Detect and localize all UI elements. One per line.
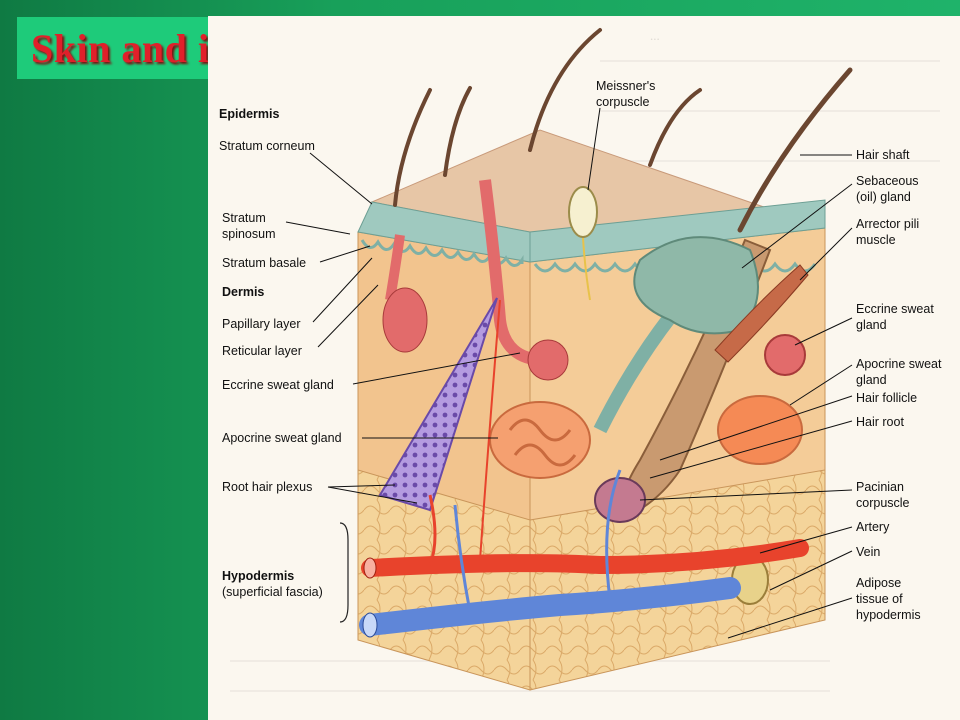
artery-vessel (361, 539, 809, 577)
label-stratum-corneum: Stratum corneum (219, 139, 315, 153)
label-vein: Vein (856, 545, 880, 559)
label-pacinian-2: corpuscle (856, 496, 910, 510)
label-apocrine-right-2: gland (856, 373, 887, 387)
hair-shafts (393, 28, 853, 233)
meissner-corpuscle (568, 186, 598, 238)
label-arrector-2: muscle (856, 233, 896, 247)
label-stratum-spinosum-2: spinosum (222, 227, 276, 241)
label-adipose-2: tissue of (856, 592, 903, 606)
arrector-pili-muscle (714, 264, 809, 363)
label-hypodermis: Hypodermis (222, 569, 294, 583)
hypodermis-bracket (339, 522, 349, 623)
label-hair-root: Hair root (856, 415, 904, 429)
label-eccrine-right-1: Eccrine sweat (856, 302, 934, 316)
label-hair-shaft: Hair shaft (856, 148, 910, 162)
skin-diagram-figure: ... (208, 16, 960, 720)
label-papillary-layer: Papillary layer (222, 317, 301, 331)
apocrine-sweat-gland-right (717, 395, 803, 465)
label-adipose-3: hypodermis (856, 608, 921, 622)
label-dermis: Dermis (222, 285, 264, 299)
hair-root-bulb (594, 477, 646, 523)
vein-vessel (359, 577, 741, 636)
label-stratum-basale: Stratum basale (222, 256, 306, 270)
label-meissner-1: Meissner's (596, 79, 655, 93)
label-hair-follicle: Hair follicle (856, 391, 917, 405)
hair-follicle-group (593, 236, 772, 523)
label-root-hair-plexus: Root hair plexus (222, 480, 312, 494)
label-stratum-spinosum-1: Stratum (222, 211, 266, 225)
label-apocrine-right-1: Apocrine sweat (856, 357, 942, 371)
label-sebaceous-2: (oil) gland (856, 190, 911, 204)
label-reticular-layer: Reticular layer (222, 344, 302, 358)
label-apocrine-left: Apocrine sweat gland (222, 431, 342, 445)
vessels (359, 299, 809, 638)
svg-text:...: ... (650, 28, 660, 43)
label-epidermis: Epidermis (219, 107, 279, 121)
apocrine-sweat-gland-left (489, 401, 591, 479)
label-sebaceous-1: Sebaceous (856, 174, 919, 188)
label-adipose-1: Adipose (856, 576, 901, 590)
label-eccrine-right-2: gland (856, 318, 887, 332)
label-arrector-1: Arrector pili (856, 217, 919, 231)
label-meissner-2: corpuscle (596, 95, 650, 109)
label-artery: Artery (856, 520, 890, 534)
root-hair-plexus (378, 297, 498, 512)
label-eccrine-left: Eccrine sweat gland (222, 378, 334, 392)
eccrine-sweat-gland-right (764, 334, 806, 376)
skin-diagram-svg: ... (219, 28, 942, 692)
leader-lines (285, 107, 853, 639)
epidermis-right (529, 199, 826, 263)
label-pacinian-1: Pacinian (856, 480, 904, 494)
label-superficial-fascia: (superficial fascia) (222, 585, 323, 599)
